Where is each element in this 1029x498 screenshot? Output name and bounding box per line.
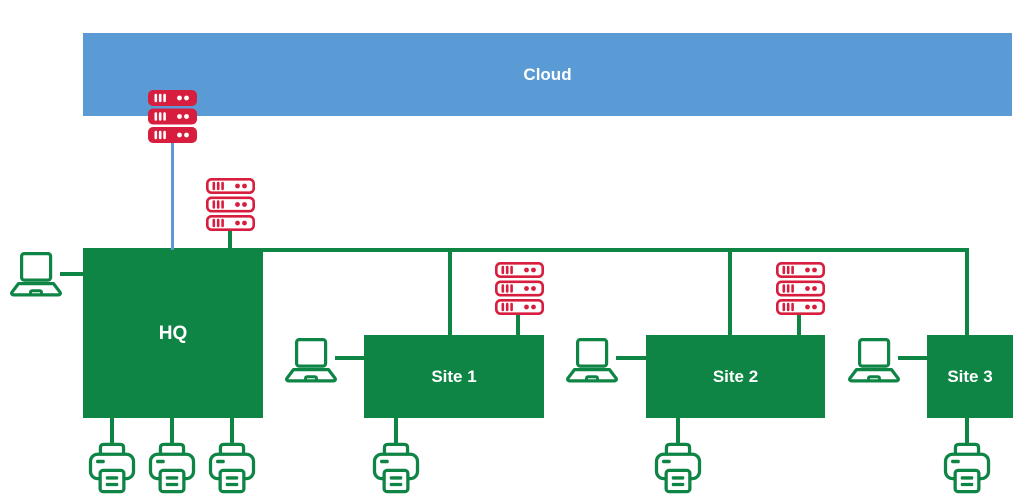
- site2-printer-link: [676, 418, 680, 444]
- site1-server-link: [516, 311, 520, 335]
- backbone-link-to-site1: [448, 250, 452, 335]
- site1-laptop-link: [335, 356, 364, 360]
- hq-laptop-icon: [10, 252, 62, 297]
- node-hq: HQ: [83, 250, 263, 418]
- site3-laptop-link: [898, 356, 927, 360]
- cloud-zone-label: Cloud: [523, 64, 572, 84]
- hq-printer3-icon: [206, 441, 258, 495]
- hq-printer1-icon: [86, 441, 138, 495]
- backbone-link-to-site3: [965, 248, 969, 335]
- node-site3: Site 3: [927, 335, 1013, 418]
- cloud-zone: Cloud: [83, 33, 1012, 116]
- node-site2-label: Site 2: [712, 366, 759, 386]
- hq-printer2-icon: [146, 441, 198, 495]
- hq-server-rack-icon: [205, 178, 256, 231]
- backbone-link-horizontal: [83, 248, 969, 252]
- site3-printer-link: [965, 418, 969, 444]
- site1-printer-link: [394, 418, 398, 444]
- node-hq-label: HQ: [158, 323, 188, 344]
- site3-printer-icon: [941, 441, 993, 495]
- node-site2: Site 2: [646, 335, 825, 418]
- site2-laptop-link: [616, 356, 646, 360]
- hq-printer3-link: [230, 418, 234, 444]
- node-site1-label: Site 1: [431, 366, 477, 386]
- site1-laptop-icon: [285, 338, 337, 383]
- hq-laptop-link: [60, 272, 83, 276]
- site3-laptop-icon: [848, 338, 900, 383]
- hq-printer1-link: [110, 418, 114, 444]
- site2-server-link: [797, 311, 801, 335]
- site1-printer-icon: [370, 441, 422, 495]
- node-site3-label: Site 3: [947, 366, 993, 386]
- cloud-to-hq-link: [171, 142, 174, 250]
- site2-server-rack-icon: [775, 262, 826, 315]
- site1-server-rack-icon: [494, 262, 545, 315]
- site2-printer-icon: [652, 441, 704, 495]
- site2-laptop-icon: [566, 338, 618, 383]
- node-site1: Site 1: [364, 335, 544, 418]
- cloud-server-rack-icon: [147, 90, 198, 143]
- hq-printer2-link: [170, 418, 174, 444]
- backbone-link-to-site2: [728, 250, 732, 335]
- hq-server-link: [228, 227, 232, 250]
